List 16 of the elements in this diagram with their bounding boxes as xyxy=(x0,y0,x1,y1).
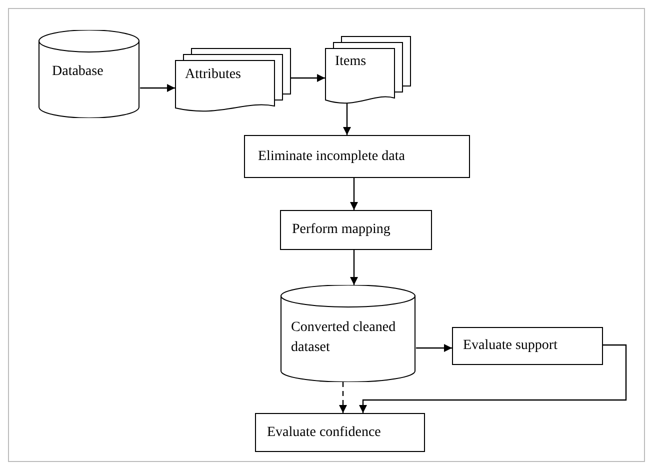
arrow xyxy=(350,250,358,285)
arrow xyxy=(140,84,175,92)
node-label: Converted cleaned dataset xyxy=(291,319,397,357)
arrow xyxy=(359,344,627,413)
node-label: Database xyxy=(52,63,104,81)
arrow xyxy=(350,178,358,210)
node-label: Items xyxy=(335,53,368,71)
node-label: Evaluate confidence xyxy=(267,424,382,442)
node-label: Evaluate support xyxy=(463,337,558,355)
node-label: Perform mapping xyxy=(292,221,392,239)
node-label: Attributes xyxy=(185,66,242,84)
arrow xyxy=(416,344,452,352)
arrow xyxy=(343,103,351,135)
node-label: Eliminate incomplete data xyxy=(258,148,406,166)
arrow xyxy=(339,382,347,413)
arrow xyxy=(291,74,325,82)
